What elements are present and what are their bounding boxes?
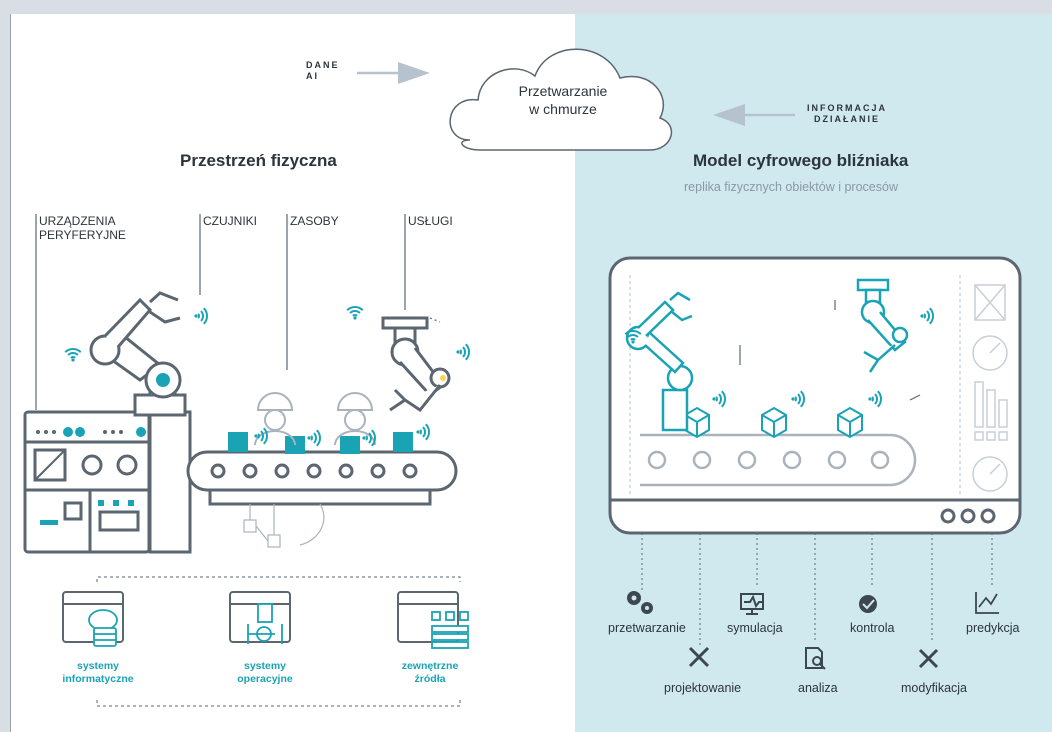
cabinet-dots: [36, 430, 123, 434]
function-design: projektowanie: [664, 681, 742, 695]
arrow-left-label: DANE AI: [306, 60, 340, 82]
function-simulation: symulacja: [727, 621, 783, 635]
arrow-left-line2: AI: [306, 71, 319, 81]
wrench-icon: [918, 648, 939, 669]
gear-icon: [627, 591, 653, 614]
peripheral-device: [23, 410, 192, 554]
conveyor-nodes: [243, 503, 325, 548]
robot-arm-left: [89, 291, 187, 417]
system-it-label: systemy informatyczne: [48, 660, 148, 686]
simulation-icon: [740, 593, 764, 615]
cabinet-indicators: [40, 427, 146, 525]
gear-icon-holes: [631, 595, 649, 610]
function-analysis: analiza: [798, 681, 838, 695]
label-resources: ZASOBY: [290, 214, 339, 228]
digital-twin-title: Model cyfrowego bliźniaka: [693, 151, 909, 170]
system-external-line2: źródła: [414, 673, 446, 685]
function-control: kontrola: [850, 621, 895, 635]
system-it-line2: informatyczne: [62, 673, 134, 685]
physical-space-title: Przestrzeń fizyczna: [180, 151, 337, 170]
arrow-from-cloud: [713, 104, 795, 126]
design-tools-icon: [688, 646, 710, 668]
conveyor-boxes: [228, 432, 413, 454]
cloud-shape: [449, 48, 673, 151]
analysis-document-icon: [805, 647, 826, 670]
arrow-left-line1: DANE: [306, 60, 340, 70]
function-leaders: [641, 533, 993, 645]
check-icon: [859, 595, 877, 613]
arrow-right-label: INFORMACJA DZIAŁANIE: [807, 103, 887, 125]
arrow-to-cloud: [357, 62, 430, 84]
system-external-line1: zewnętrzne: [401, 660, 459, 672]
cloud-label-line1: Przetwarzanie: [518, 83, 608, 99]
digital-twin-subtitle: replika fizycznych obiektów i procesów: [684, 180, 898, 194]
twin-conveyor: [640, 433, 917, 487]
system-external-label: zewnętrzne źródła: [380, 660, 480, 686]
robot-arm-hanging: [381, 316, 451, 413]
function-prediction: predykcja: [966, 621, 1020, 635]
cloud-label: Przetwarzanie w chmurze: [508, 82, 618, 118]
systems-bracket: [96, 576, 461, 707]
label-leaders: [35, 214, 406, 410]
system-it-line1: systemy: [76, 660, 120, 672]
function-modification: modyfikacja: [901, 681, 967, 695]
cloud-label-line2: w chmurze: [529, 101, 597, 117]
twin-robot-arm: [625, 291, 694, 432]
label-sensors: CZUJNIKI: [203, 214, 257, 228]
arrow-right-line1: INFORMACJA: [807, 103, 887, 113]
label-peripheral-line1: URZĄDZENIA: [39, 214, 116, 228]
function-processing: przetwarzanie: [608, 621, 686, 635]
twin-side-gauges: [972, 284, 1008, 492]
label-peripheral-devices: URZĄDZENIA PERYFERYJNE: [39, 214, 126, 242]
label-services: USŁUGI: [408, 214, 453, 228]
system-operational-line2: operacyjne: [237, 673, 293, 685]
system-operational-label: systemy operacyjne: [215, 660, 315, 686]
system-icons: [88, 603, 469, 649]
label-peripheral-line2: PERYFERYJNE: [39, 228, 126, 242]
prediction-chart-icon: [975, 592, 999, 614]
arrow-right-line2: DZIAŁANIE: [814, 114, 880, 124]
twin-boxes: [684, 406, 863, 439]
system-operational-line1: systemy: [243, 660, 287, 672]
conveyor-belt: [186, 450, 458, 506]
twin-robot-hanging: [856, 278, 909, 373]
twin-connectors: [739, 300, 921, 401]
workers: [254, 392, 376, 446]
